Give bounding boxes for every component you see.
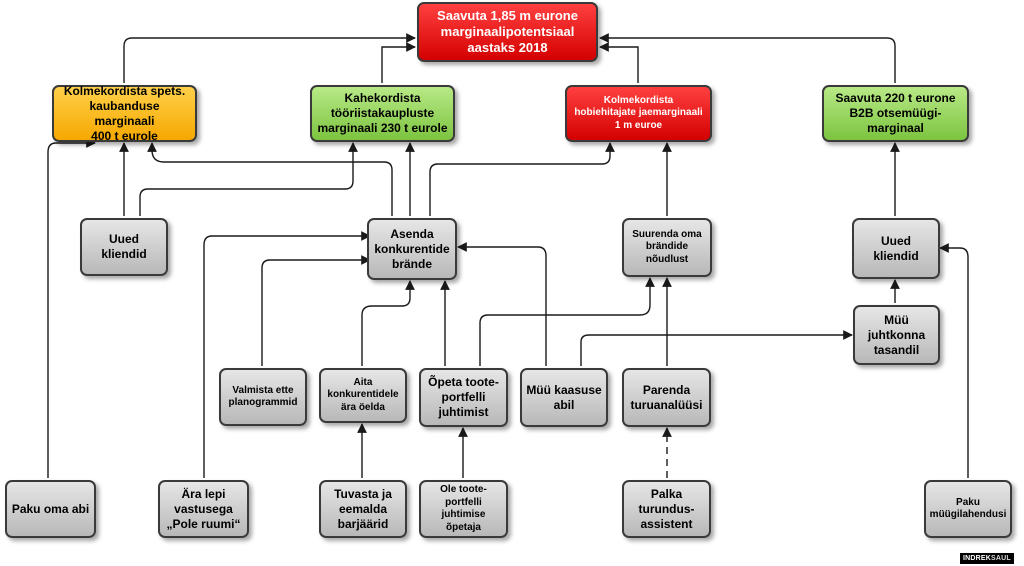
b2b-margin-node: Saavuta 220 t eurone B2B otsemüügi- marg… [822,85,969,142]
aita-node: Aita konkurentidele ära öelda [319,368,407,423]
suurenda-node: Suurenda oma brändide nõudlust [622,218,712,277]
muu-juhtkonna-node: Müü juhtkonna tasandil [853,305,940,365]
opeta-node: Õpeta toote- portfelli juhtimist [419,368,508,427]
goal-main-node: Saavuta 1,85 m eurone marginaalipotentsi… [417,2,598,62]
muu-kaasuse-node: Müü kaasuse abil [520,368,608,427]
uued-kliendid-left-node: Uued kliendid [80,218,168,276]
asenda-node: Asenda konkurentide brände [367,218,457,280]
spets-margin-node: Kolmekordista spets. kaubanduse marginaa… [52,84,197,143]
logo-part-1: INDREK [963,555,992,562]
ole-node: Ole toote- portfelli juhtimise õpetaja [419,480,508,538]
ara-lepi-node: Ära lepi vastusega „Pole ruumi“ [158,480,249,538]
hobi-margin-node: Kolmekordista hobiehitajate jaemarginaal… [565,85,712,142]
author-logo: INDREKSAUL [960,553,1014,564]
paku-lahendusi-node: Paku müügilahendusi [924,480,1012,538]
logo-part-2: SAUL [991,555,1011,562]
tooriist-margin-node: Kahekordista tööriistakaupluste marginaa… [310,85,455,142]
uued-kliendid-right-node: Uued kliendid [852,218,940,279]
paku-abi-node: Paku oma abi [5,480,96,538]
palka-node: Palka turundus- assistent [622,480,711,538]
tuvasta-node: Tuvasta ja eemalda barjäärid [319,480,407,538]
valmista-node: Valmista ette planogrammid [219,368,307,426]
parenda-node: Parenda turuanalüüsi [622,368,711,427]
